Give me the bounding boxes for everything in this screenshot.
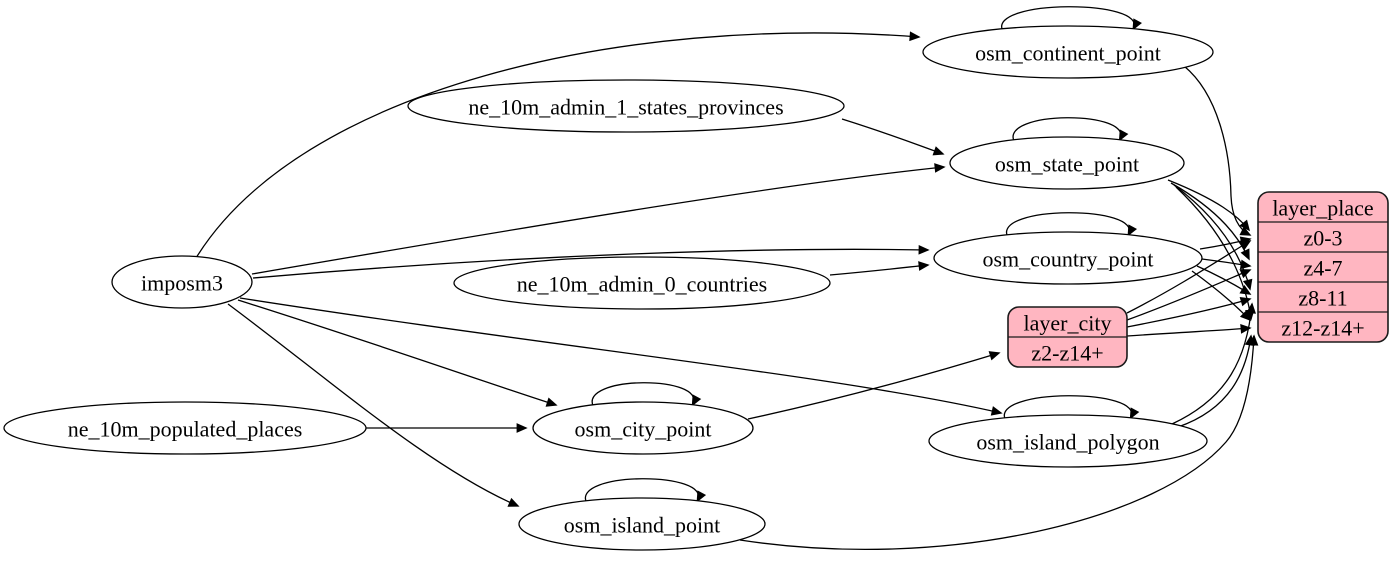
node-osm_continent_point: osm_continent_point — [922, 25, 1214, 79]
node-shape-ne_10m_populated_places — [3, 401, 367, 455]
edge-imposm3-to-osm_country_point — [252, 244, 930, 279]
edge-osm_country_point-to-layer_place:z4-7 — [1201, 258, 1252, 270]
node-shape-osm_island_point — [518, 497, 766, 551]
record-shape-layer_place — [1257, 191, 1389, 343]
edge-osm_island_polygon-to-layer_place:z12-z14+ — [1177, 334, 1255, 428]
edge-imposm3-to-osm_city_point — [237, 299, 558, 407]
node-shape-osm_country_point — [933, 231, 1203, 285]
edge-osm_city_point-self-loop — [591, 382, 702, 408]
node-label-osm_island_polygon: osm_island_polygon — [976, 430, 1159, 455]
edge-layer_city-to-layer_place:z4-7 — [1126, 269, 1252, 321]
node-shape-osm_state_point — [949, 136, 1185, 190]
node-label-ne_10m_admin_0_countries: ne_10m_admin_0_countries — [517, 272, 768, 297]
record-row-layer_place-layer_place: layer_place — [1272, 196, 1373, 221]
edge-ne_10m_admin_1_states_provinces-to-osm_state_point — [841, 118, 945, 156]
edge-osm_state_point-to-layer_place:z0-3 — [1167, 179, 1251, 232]
record-row-layer_place-z4-7: z4-7 — [1303, 256, 1342, 281]
node-ne_10m_admin_1_states_provinces: ne_10m_admin_1_states_provinces — [407, 79, 845, 133]
record-row-layer_place-z8-11: z8-11 — [1298, 286, 1347, 311]
edge-layer_city-to-layer_place:z12-z14+ — [1126, 324, 1252, 337]
edge-layer_city-to-layer_place:z8-11 — [1126, 296, 1252, 328]
edge-osm_island_polygon-to-layer_place:z8-11 — [1171, 302, 1256, 425]
record-row-layer_place-z0-3: z0-3 — [1303, 226, 1342, 251]
edge-imposm3-to-osm_island_point — [227, 303, 520, 507]
node-shape-osm_continent_point — [922, 25, 1214, 79]
edge-imposm3-to-osm_state_point — [251, 163, 946, 275]
node-osm_island_polygon: osm_island_polygon — [928, 414, 1208, 468]
node-label-osm_continent_point: osm_continent_point — [975, 41, 1161, 66]
node-osm_state_point: osm_state_point — [949, 136, 1185, 190]
node-shape-ne_10m_admin_0_countries — [453, 256, 831, 310]
edge-osm_state_point-to-layer_place:z4-7 — [1170, 182, 1250, 261]
edge-osm_city_point-to-layer_city:z2-z14+ — [747, 351, 1001, 420]
node-shape-imposm3 — [111, 255, 253, 309]
node-label-osm_state_point: osm_state_point — [995, 152, 1139, 177]
node-imposm3: imposm3 — [111, 255, 253, 309]
record-row-layer_city-layer_city: layer_city — [1024, 311, 1112, 336]
node-label-imposm3: imposm3 — [141, 271, 223, 296]
node-label-osm_city_point: osm_city_point — [575, 417, 712, 442]
record-layer_place: layer_place z0-3 z4-7 z8-11 z12-z14+ — [1257, 191, 1389, 343]
edge-osm_island_point-to-layer_place:z12-z14+ — [739, 334, 1259, 551]
node-label-ne_10m_populated_places: ne_10m_populated_places — [68, 417, 303, 442]
record-row-layer_city-z2-z14+: z2-z14+ — [1031, 341, 1103, 366]
edge-osm_country_point-self-loop — [1005, 212, 1137, 238]
node-osm_city_point: osm_city_point — [532, 401, 754, 455]
node-label-osm_island_point: osm_island_point — [564, 513, 720, 538]
edge-osm_state_point-self-loop — [1012, 117, 1129, 143]
edge-osm_island_point-self-loop — [584, 478, 707, 504]
record-layer_city: layer_city z2-z14+ — [1007, 306, 1128, 368]
node-shape-osm_city_point — [532, 401, 754, 455]
node-shape-ne_10m_admin_1_states_provinces — [407, 79, 845, 133]
edge-imposm3-to-osm_island_polygon — [239, 297, 1003, 416]
edge-osm_continent_point-to-layer_place:z0-3 — [1183, 65, 1252, 236]
edge-layer_city-to-layer_place:z0-3 — [1126, 240, 1252, 314]
edge-imposm3-to-osm_continent_point — [195, 31, 921, 259]
node-label-osm_country_point: osm_country_point — [982, 247, 1153, 272]
edge-osm_continent_point-self-loop — [1001, 6, 1142, 32]
node-ne_10m_admin_0_countries: ne_10m_admin_0_countries — [453, 256, 831, 310]
node-osm_country_point: osm_country_point — [933, 231, 1203, 285]
node-label-ne_10m_admin_1_states_provinces: ne_10m_admin_1_states_provinces — [468, 95, 783, 120]
edge-ne_10m_admin_0_countries-to-osm_country_point — [829, 261, 930, 276]
node-ne_10m_populated_places: ne_10m_populated_places — [3, 401, 367, 455]
edge-osm_state_point-to-layer_place:z8-11 — [1173, 184, 1253, 291]
record-row-layer_place-z12-z14+: z12-z14+ — [1281, 316, 1364, 341]
edge-osm_country_point-to-layer_place:z0-3 — [1199, 236, 1252, 250]
node-osm_island_point: osm_island_point — [518, 497, 766, 551]
edge-osm_country_point-to-layer_place:z12-z14+ — [1191, 270, 1252, 322]
node-shape-osm_island_polygon — [928, 414, 1208, 468]
edge-osm_island_polygon-self-loop — [1003, 395, 1140, 421]
